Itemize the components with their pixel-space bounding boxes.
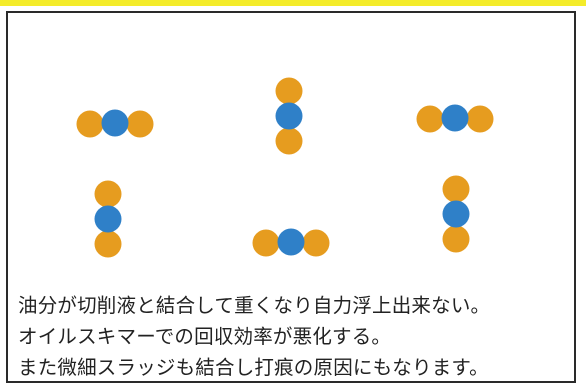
orange-particle bbox=[126, 110, 154, 138]
caption-line-1: 油分が切削液と結合して重くなり自力浮上出来ない。 bbox=[18, 294, 491, 317]
orange-particle bbox=[442, 225, 470, 253]
orange-particle bbox=[416, 105, 444, 133]
blue-particle bbox=[277, 228, 305, 256]
caption-line-2: オイルスキマーでの回収効率が悪化する。 bbox=[18, 325, 392, 348]
blue-particle bbox=[275, 102, 303, 130]
molecule-6 bbox=[442, 175, 470, 253]
orange-particle bbox=[302, 229, 330, 257]
blue-particle bbox=[441, 104, 469, 132]
molecule-2 bbox=[275, 77, 303, 155]
molecule-3 bbox=[416, 104, 494, 133]
blue-particle bbox=[442, 200, 470, 228]
caption-line-3: また微細スラッジも結合し打痕の原因にもなります。 bbox=[18, 356, 489, 379]
orange-particle bbox=[94, 230, 122, 258]
orange-particle bbox=[76, 110, 104, 138]
orange-particle bbox=[275, 77, 303, 105]
molecule-diagram bbox=[76, 77, 494, 258]
caption-text: 油分が切削液と結合して重くなり自力浮上出来ない。 オイルスキマーでの回収効率が悪… bbox=[18, 290, 574, 383]
explanation-panel: 油分が切削液と結合して重くなり自力浮上出来ない。 オイルスキマーでの回収効率が悪… bbox=[6, 11, 576, 383]
blue-particle bbox=[94, 205, 122, 233]
molecule-4 bbox=[94, 180, 122, 258]
top-highlight-strip bbox=[0, 0, 586, 6]
molecule-1 bbox=[76, 109, 154, 138]
orange-particle bbox=[275, 127, 303, 155]
orange-particle bbox=[466, 105, 494, 133]
molecule-5 bbox=[252, 228, 330, 257]
orange-particle bbox=[252, 229, 280, 257]
blue-particle bbox=[101, 109, 129, 137]
orange-particle bbox=[442, 175, 470, 203]
orange-particle bbox=[94, 180, 122, 208]
